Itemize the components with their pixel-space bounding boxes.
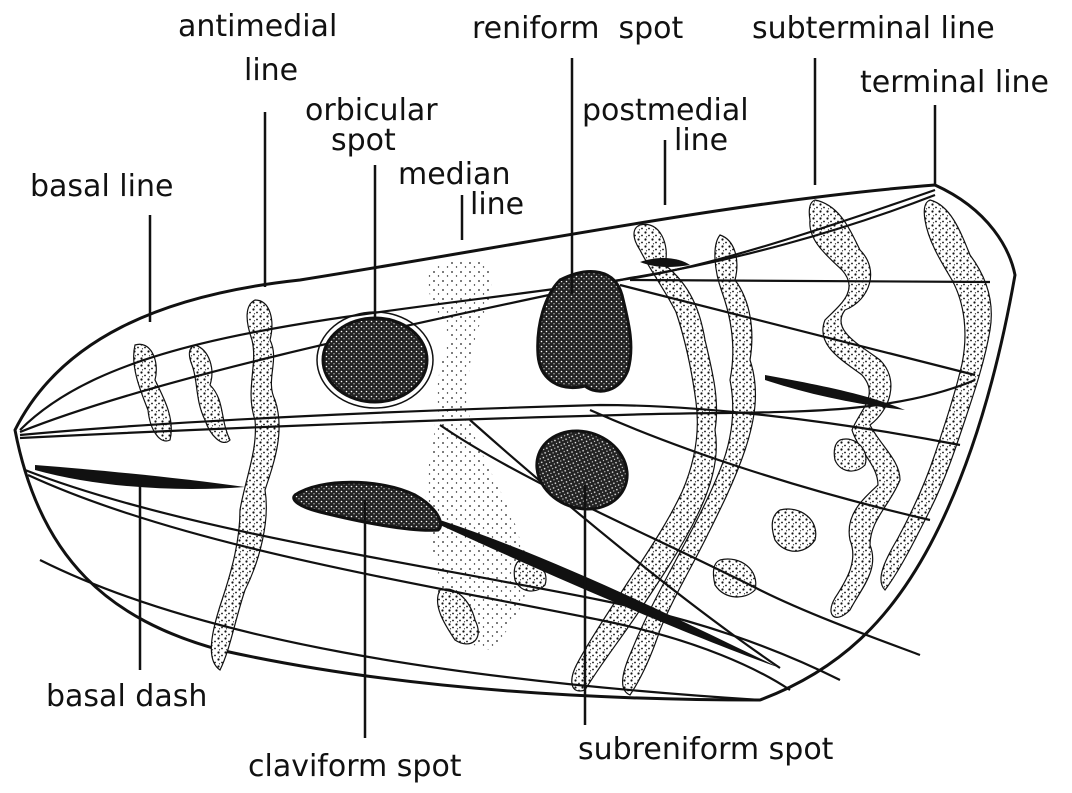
- median-line-label: median line: [398, 160, 524, 220]
- label-line-1: subreniform spot: [578, 735, 833, 765]
- label-line-1: postmedial: [582, 96, 749, 126]
- reniform-spot-label: reniform spot: [472, 14, 683, 44]
- label-line-1: terminal line: [860, 68, 1049, 98]
- postmedial-line-label: postmedial line: [582, 96, 749, 156]
- label-line-1: median: [398, 160, 524, 190]
- label-line-1: claviform spot: [248, 752, 462, 782]
- terminal-line-label: terminal line: [860, 68, 1049, 98]
- label-line-1: orbicular: [305, 96, 438, 126]
- claviform-spot-label: claviform spot: [248, 752, 462, 782]
- label-line-1: antimedial: [178, 12, 337, 42]
- label-line-1: reniform spot: [472, 14, 683, 44]
- basal-dash-label: basal dash: [46, 682, 207, 712]
- reniform-spot: [538, 272, 631, 392]
- label-line-2: line: [244, 56, 337, 86]
- label-line-2: line: [674, 126, 749, 156]
- subreniform-spot-label: subreniform spot: [578, 735, 833, 765]
- label-line-2: line: [470, 190, 524, 220]
- subterminal-line-label: subterminal line: [752, 14, 995, 44]
- label-line-1: basal dash: [46, 682, 207, 712]
- orbicular-spot: [323, 318, 427, 402]
- label-line-1: basal line: [30, 172, 173, 202]
- basal-line-label: basal line: [30, 172, 173, 202]
- antimedial-line-label: antimedial line: [178, 12, 337, 86]
- label-line-1: subterminal line: [752, 14, 995, 44]
- orbicular-spot-label: orbicular spot: [305, 96, 438, 156]
- label-line-2: spot: [331, 126, 438, 156]
